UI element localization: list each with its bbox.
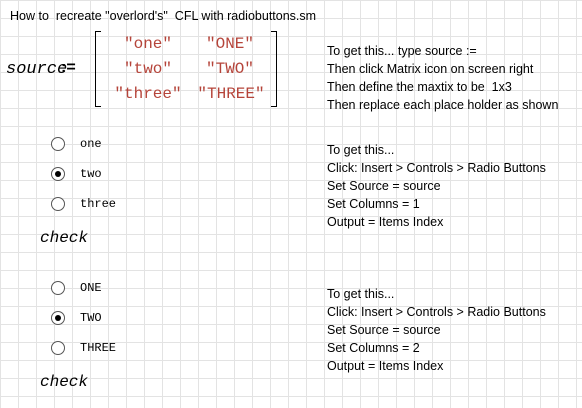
note-line: Set Columns = 2 <box>327 341 420 355</box>
assign-operator: := <box>61 59 76 76</box>
matrix-cell[interactable]: "three" <box>114 85 182 103</box>
radio-dot-icon <box>55 171 61 177</box>
matrix-right-bracket <box>271 31 277 107</box>
matrix-cell[interactable]: "THREE" <box>197 85 265 103</box>
note-line: To get this... <box>327 287 395 301</box>
note-line: Then click Matrix icon on screen right <box>327 62 534 76</box>
note-line: Set Source = source <box>327 179 441 193</box>
instructions-radio-1: To get this... Click: Insert > Controls … <box>327 141 546 231</box>
radio-group-uppercase: ONE TWO THREE <box>51 281 171 361</box>
radio-button-selected[interactable] <box>51 311 65 325</box>
matrix-cell[interactable]: "ONE" <box>205 35 254 53</box>
radio-label: one <box>80 137 102 151</box>
radio-button-selected[interactable] <box>51 167 65 181</box>
note-line: Click: Insert > Controls > Radio Buttons <box>327 305 546 319</box>
note-line: Set Columns = 1 <box>327 197 420 211</box>
matrix-cell[interactable]: "two" <box>123 60 172 78</box>
instructions-matrix: To get this... type source := Then click… <box>327 42 558 114</box>
matrix-cell[interactable]: "TWO" <box>205 60 254 78</box>
radio-button[interactable] <box>51 281 65 295</box>
note-line: Click: Insert > Controls > Radio Buttons <box>327 161 546 175</box>
matrix-left-bracket <box>95 31 101 107</box>
radio-label: TWO <box>80 311 102 325</box>
string-matrix[interactable]: "one" "ONE" "two" "TWO" "three" "THREE" <box>95 31 277 107</box>
radio-button[interactable] <box>51 341 65 355</box>
radio-dot-icon <box>55 315 61 321</box>
worksheet-title: How to recreate "overlord's" CFL with ra… <box>10 9 317 23</box>
instructions-radio-2: To get this... Click: Insert > Controls … <box>327 285 546 375</box>
note-line: Then replace each place holder as shown <box>327 98 559 112</box>
matrix-cell[interactable]: "one" <box>123 35 172 53</box>
note-line: Then define the maxtix to be 1x3 <box>327 80 512 94</box>
note-line: To get this... type source := <box>327 44 477 58</box>
radio-label: ONE <box>80 281 102 295</box>
check-variable[interactable]: check <box>40 373 89 391</box>
source-variable[interactable]: source <box>6 60 68 79</box>
radio-button[interactable] <box>51 197 65 211</box>
radio-button[interactable] <box>51 137 65 151</box>
note-line: Output = Items Index <box>327 359 444 373</box>
radio-label: THREE <box>80 341 117 355</box>
radio-label: three <box>80 197 117 211</box>
note-line: To get this... <box>327 143 395 157</box>
note-line: Output = Items Index <box>327 215 444 229</box>
radio-label: two <box>80 167 102 181</box>
note-line: Set Source = source <box>327 323 441 337</box>
radio-group-lowercase: one two three <box>51 137 171 217</box>
check-variable[interactable]: check <box>40 229 89 247</box>
